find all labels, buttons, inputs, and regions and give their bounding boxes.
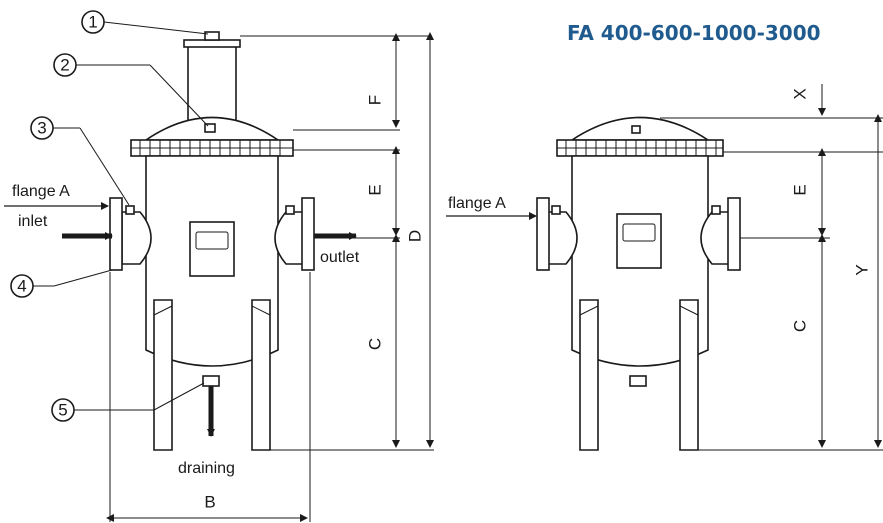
svg-text:3: 3 [37,119,46,138]
outlet-label: outlet [320,249,360,266]
inlet-label: inlet [18,213,48,230]
outlet-nozzle [274,211,305,265]
flange-a-left-label: flange A [12,183,70,200]
dimension-c-right: C [791,234,826,448]
top-cylinder [187,43,237,125]
dimension-b: B [106,272,311,522]
right-filter-body [536,116,741,451]
callout-3: 3 [30,116,130,206]
drain-valve-right [629,375,647,387]
top-valve [204,31,220,41]
svg-text:E: E [791,184,810,195]
dimension-e-left: E [366,146,400,236]
callout-5: 5 [51,382,205,422]
svg-text:4: 4 [17,277,26,296]
leg-right-right [679,299,699,451]
svg-text:X: X [791,88,810,99]
inlet-nozzle-right [547,211,578,265]
svg-text:B: B [204,493,215,512]
callout-1: 1 [81,10,209,35]
dimension-c-left: C [366,234,400,448]
leg-right [251,299,271,451]
leg-left-right [579,299,599,451]
outlet-flange-right [727,197,741,271]
svg-text:C: C [791,320,810,332]
top-cap [183,39,241,48]
inlet-flange-right [536,197,550,271]
dimension-f: F [366,33,400,128]
svg-text:Y: Y [853,264,872,275]
inlet-nozzle [121,211,152,265]
svg-text:2: 2 [60,56,69,75]
outlet-nozzle-right [700,211,731,265]
dimension-y: Y [853,114,882,448]
dimension-e-right: E [791,148,826,236]
lid-nipple [204,123,216,133]
leg-left [153,299,173,451]
draining-label: draining [178,460,235,477]
dimension-x: X [791,84,826,116]
svg-text:C: C [366,338,385,350]
svg-text:D: D [406,230,425,242]
drain-valve [202,375,220,387]
svg-text:E: E [366,184,385,195]
callout-4: 4 [10,269,113,298]
drawing-title: FA 400-600-1000-3000 [567,21,821,45]
svg-text:1: 1 [88,13,97,32]
outlet-flange [301,197,315,271]
dimension-d: D [406,32,434,448]
svg-text:F: F [366,95,385,105]
left-filter-body [109,31,315,451]
callout-2: 2 [53,53,209,127]
svg-text:5: 5 [58,401,67,420]
flange-a-right-label: flange A [448,195,506,212]
